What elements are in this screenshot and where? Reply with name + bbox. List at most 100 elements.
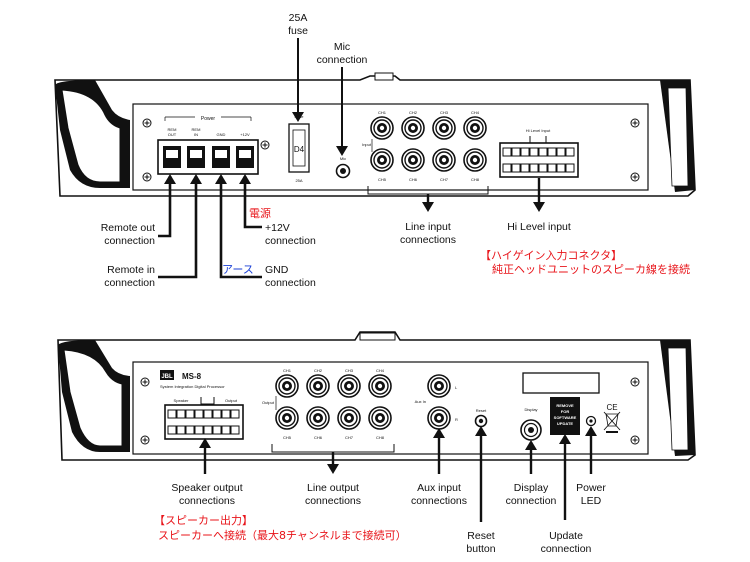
svg-text:CH7: CH7: [345, 435, 354, 440]
callout-update-line2: connection: [541, 543, 592, 555]
callout-reset-line2: button: [466, 543, 495, 555]
callout-power-led-line2: LED: [581, 495, 602, 507]
brand-logo: JBL: [161, 374, 173, 380]
svg-text:CH5: CH5: [283, 435, 292, 440]
rca-input-ch2[interactable]: [401, 116, 425, 140]
svg-text:CH1: CH1: [283, 368, 292, 373]
power-terminal-block: Power REM OUT REM IN GND +12V: [157, 116, 270, 175]
rca-output-ch1[interactable]: [275, 374, 299, 398]
callout-aux-input-line1: Aux input: [417, 482, 461, 494]
bottom-callouts: Speaker output connections 【スピーカー出力】 スピー…: [154, 426, 606, 555]
terminal-gnd[interactable]: [212, 146, 230, 168]
svg-text:OUT: OUT: [168, 132, 177, 137]
callout-power-led-line1: Power: [576, 482, 606, 494]
rca-output-ch4[interactable]: [368, 374, 392, 398]
callout-fuse-line2: fuse: [288, 25, 308, 37]
svg-text:+12V: +12V: [240, 132, 250, 137]
rca-input-ch8[interactable]: [463, 148, 487, 172]
rca-output-ch5[interactable]: [275, 406, 299, 430]
weee-bin-icon: [603, 411, 621, 433]
callout-speaker-output-line2: connections: [179, 495, 235, 507]
aux-input-jacks: Aux In L R: [415, 374, 458, 430]
svg-text:CH5: CH5: [378, 177, 387, 182]
svg-text:CH4: CH4: [376, 368, 385, 373]
svg-text:Display: Display: [524, 407, 537, 412]
svg-text:FOR: FOR: [561, 409, 570, 414]
product-subtitle: System Integration Digital Processor: [160, 384, 225, 389]
svg-text:CH3: CH3: [345, 368, 354, 373]
rca-input-ch5[interactable]: [370, 148, 394, 172]
callout-line-output-line1: Line output: [307, 482, 359, 494]
svg-text:CH8: CH8: [376, 435, 385, 440]
svg-text:CH4: CH4: [471, 110, 480, 115]
rca-output-ch3[interactable]: [337, 374, 361, 398]
rca-input-ch7[interactable]: [432, 148, 456, 172]
hi-level-input-connector[interactable]: Hi Level Input: [499, 128, 579, 178]
rca-output-ch6[interactable]: [306, 406, 330, 430]
svg-text:R: R: [455, 417, 458, 422]
rca-input-ch1[interactable]: [370, 116, 394, 140]
svg-text:Aux In: Aux In: [415, 399, 426, 404]
svg-text:CH8: CH8: [471, 177, 480, 182]
brand-block: JBL MS-8 System Integration Digital Proc…: [160, 370, 238, 403]
speaker-title-jp: 【スピーカー出力】: [154, 513, 253, 527]
svg-text:IN: IN: [194, 132, 198, 137]
callout-remote-in-line2: connection: [104, 277, 155, 289]
hi-gain-desc-jp: 純正ヘッドユニットのスピーカ線を接続: [492, 262, 690, 276]
svg-text:CH2: CH2: [314, 368, 323, 373]
hi-gain-title-jp: 【ハイゲイン入力コネクタ】: [480, 249, 622, 262]
line-output-rca-grid: Output CH1 CH2 CH3 CH4 CH5 CH6 CH7 CH8: [262, 368, 392, 440]
svg-text:SOFTWARE: SOFTWARE: [554, 415, 577, 420]
svg-text:L: L: [455, 385, 458, 390]
rca-input-ch4[interactable]: [463, 116, 487, 140]
svg-text:CE: CE: [606, 403, 617, 412]
rca-input-ch3[interactable]: [432, 116, 456, 140]
callout-earth-jp: アース: [222, 263, 254, 276]
mic-jack[interactable]: Mic: [335, 156, 351, 179]
rca-output-ch2[interactable]: [306, 374, 330, 398]
rca-aux-left[interactable]: [427, 374, 451, 398]
speaker-desc-jp: スピーカーへ接続（最大8チャンネルまで接続可）: [158, 528, 407, 542]
ce-mark: CE: [606, 403, 617, 412]
rca-output-ch8[interactable]: [368, 406, 392, 430]
callout-line-input-line1: Line input: [405, 221, 451, 233]
speaker-output-connector[interactable]: [164, 397, 244, 440]
callout-reset-line1: Reset: [467, 530, 495, 542]
svg-text:REM: REM: [192, 127, 201, 132]
fuse-holder[interactable]: Fuse D4 25A: [288, 114, 310, 183]
svg-text:CH3: CH3: [440, 110, 449, 115]
model-name: MS-8: [182, 372, 202, 381]
svg-text:GND: GND: [217, 132, 226, 137]
svg-text:REM: REM: [168, 127, 177, 132]
callout-line-output-line2: connections: [305, 495, 361, 507]
callout-hi-level: Hi Level input: [507, 221, 571, 233]
callout-speaker-output-line1: Speaker output: [171, 482, 242, 494]
callout-power-jp: 電源: [249, 206, 271, 220]
callout-remote-out-line2: connection: [104, 235, 155, 247]
terminal-12v[interactable]: [236, 146, 254, 168]
svg-text:Speaker: Speaker: [174, 398, 190, 403]
callout-mic-line1: Mic: [334, 41, 350, 53]
serial-label-area: [522, 372, 600, 394]
callout-12v-line1: +12V: [265, 222, 290, 234]
terminal-rem-in[interactable]: [187, 146, 205, 168]
rca-output-ch7[interactable]: [337, 406, 361, 430]
rca-aux-right[interactable]: [427, 406, 451, 430]
reset-button[interactable]: Reset: [474, 408, 488, 428]
svg-text:Mic: Mic: [340, 156, 346, 161]
callout-mic-line2: connection: [317, 54, 368, 66]
power-label: Power: [201, 116, 216, 122]
svg-text:Reset: Reset: [476, 408, 487, 413]
top-callouts: 25A fuse Mic connection Remote out conne…: [101, 12, 690, 289]
svg-text:Output: Output: [262, 400, 275, 405]
callout-aux-input-line2: connections: [411, 495, 467, 507]
power-led: [585, 415, 597, 427]
rca-input-ch6[interactable]: [401, 148, 425, 172]
svg-text:CH7: CH7: [440, 177, 449, 182]
terminal-rem-out[interactable]: [163, 146, 181, 168]
update-port-cover[interactable]: REMOVE FOR SOFTWARE UPDATE: [550, 397, 580, 435]
callout-remote-out-line1: Remote out: [101, 222, 155, 234]
svg-text:D4: D4: [294, 145, 305, 154]
svg-text:Hi Level Input: Hi Level Input: [526, 128, 551, 133]
callout-gnd-line1: GND: [265, 264, 289, 276]
